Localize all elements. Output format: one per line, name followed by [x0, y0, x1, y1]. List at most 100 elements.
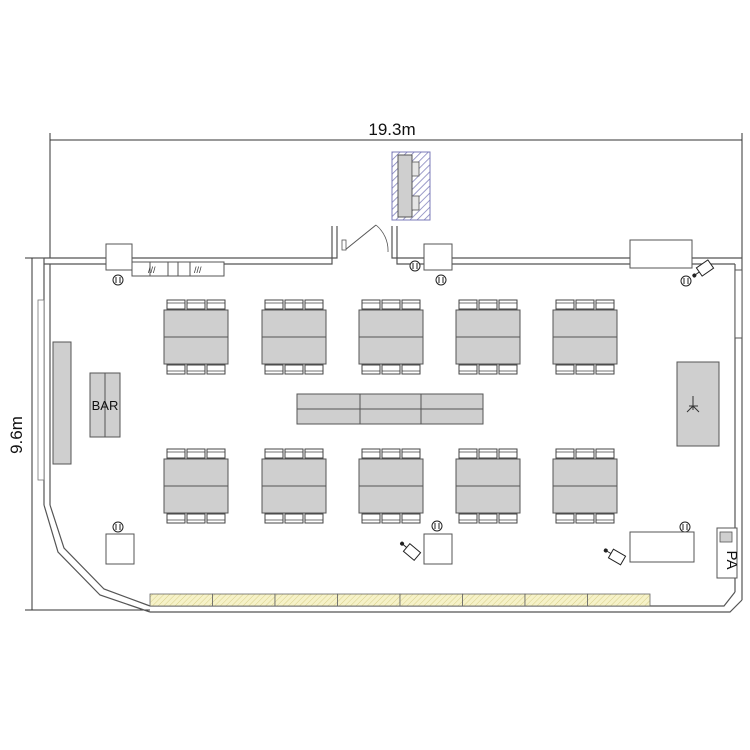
chair [206, 299, 226, 310]
chair [284, 448, 304, 459]
window-panel [149, 593, 213, 607]
table-group [261, 299, 327, 375]
chair [361, 513, 381, 524]
entrance-block [391, 151, 431, 221]
table-group [163, 448, 229, 524]
chair [361, 364, 381, 375]
table-group [261, 448, 327, 524]
chair [555, 448, 575, 459]
chair [595, 513, 615, 524]
chair [381, 364, 401, 375]
pa-system: PA [716, 527, 740, 579]
chair [381, 513, 401, 524]
chair [575, 448, 595, 459]
chair [401, 448, 421, 459]
spotlight-icon [603, 548, 627, 566]
chair [166, 513, 186, 524]
chair [595, 364, 615, 375]
window-panel [399, 593, 463, 607]
bottom-windows [149, 593, 651, 607]
chair [478, 364, 498, 375]
svg-text:///: /// [148, 265, 156, 275]
table-group [552, 299, 618, 375]
width-label: 19.3m [368, 120, 415, 139]
chair [186, 513, 206, 524]
chair [478, 299, 498, 310]
cabinet-top-center [423, 243, 453, 271]
chair [458, 364, 478, 375]
svg-text:///: /// [194, 265, 202, 275]
chair [361, 299, 381, 310]
chair [186, 299, 206, 310]
window-panel [212, 593, 276, 607]
chair [401, 299, 421, 310]
chair [166, 299, 186, 310]
outlet-icons [112, 260, 692, 533]
chair [458, 448, 478, 459]
dining-table-groups [163, 299, 618, 524]
side-table-right [629, 531, 695, 563]
chair [304, 513, 324, 524]
chair [166, 364, 186, 375]
chair [264, 364, 284, 375]
window-panel [587, 593, 651, 607]
bar-counter: BAR [52, 341, 121, 465]
chair [304, 364, 324, 375]
spotlight-icon [692, 259, 715, 278]
storage-cabinet: /// /// [105, 243, 225, 277]
chair [284, 513, 304, 524]
chair [401, 364, 421, 375]
chair [264, 513, 284, 524]
window-panel [337, 593, 401, 607]
height-label: 9.6m [7, 416, 26, 454]
chair [284, 364, 304, 375]
dimension-width: 19.3m [49, 120, 743, 258]
chair [458, 513, 478, 524]
chair [206, 513, 226, 524]
left-window [37, 299, 45, 481]
chair [575, 299, 595, 310]
right-wall-panel [734, 269, 743, 339]
chair [361, 448, 381, 459]
table-group [455, 299, 521, 375]
chair [206, 364, 226, 375]
dimension-height: 9.6m [7, 257, 150, 611]
chair [478, 513, 498, 524]
chair [498, 364, 518, 375]
chair [264, 299, 284, 310]
table-group [552, 448, 618, 524]
cabinet-top-right [629, 239, 693, 269]
window-panel [274, 593, 338, 607]
chair [284, 299, 304, 310]
table-group [358, 299, 424, 375]
chair [595, 448, 615, 459]
window-panel [462, 593, 526, 607]
side-table-center [423, 533, 453, 565]
spotlight-icon [400, 541, 422, 562]
chair [575, 364, 595, 375]
chair [186, 364, 206, 375]
main-door[interactable] [341, 224, 389, 253]
chair [498, 299, 518, 310]
table-group [455, 448, 521, 524]
chair [401, 513, 421, 524]
chair [555, 513, 575, 524]
pa-label: PA [723, 551, 740, 570]
chair [166, 448, 186, 459]
chair [478, 448, 498, 459]
window-panel [524, 593, 588, 607]
chair [498, 513, 518, 524]
center-buffet-table [296, 393, 484, 425]
table-group [163, 299, 229, 375]
chair [458, 299, 478, 310]
chair [595, 299, 615, 310]
table-group [358, 448, 424, 524]
chair [381, 299, 401, 310]
side-table-left [105, 533, 135, 565]
bar-label: BAR [92, 398, 119, 413]
chair [498, 448, 518, 459]
chair [186, 448, 206, 459]
chair [304, 448, 324, 459]
stage [676, 361, 720, 447]
